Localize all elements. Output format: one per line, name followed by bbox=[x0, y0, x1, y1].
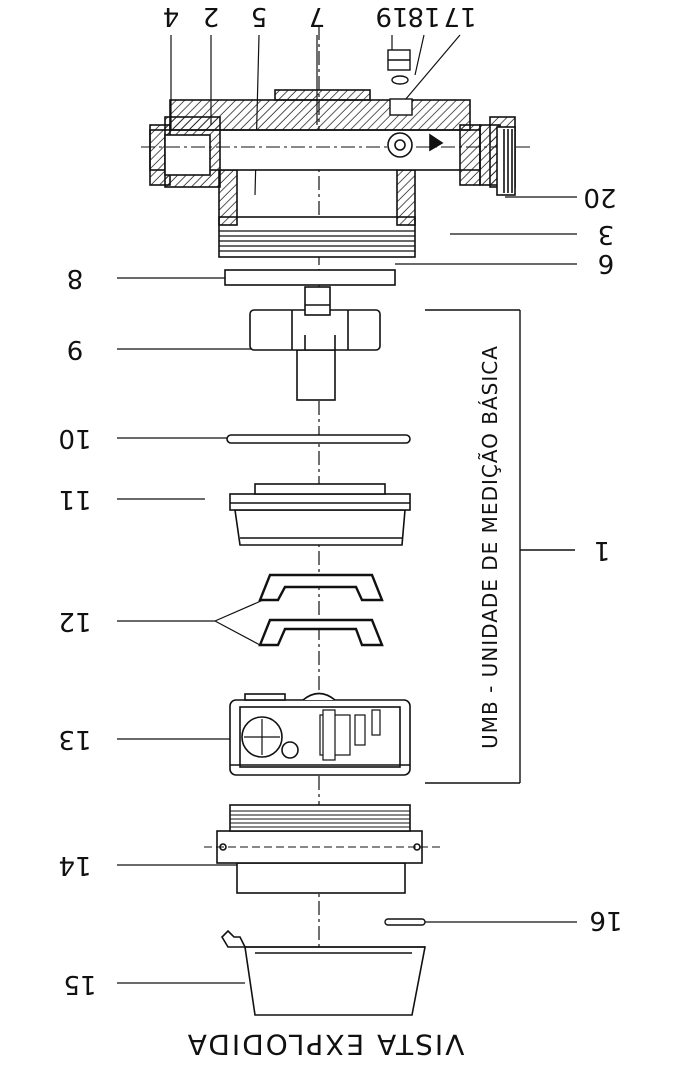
part-number-4: 4 bbox=[163, 1, 180, 31]
part-number-7: 7 bbox=[309, 1, 326, 31]
part-number-10: 10 bbox=[58, 423, 91, 453]
part-number-18: 18 bbox=[407, 1, 440, 31]
part-10-oring bbox=[226, 434, 411, 444]
umb-bracket-label: UMB - UNIDADE DE MEDIÇÃO BÁSICA bbox=[478, 345, 502, 749]
part-2-housing-body bbox=[140, 89, 530, 258]
part-number-15: 15 bbox=[63, 969, 96, 999]
part-16-pin bbox=[384, 918, 426, 926]
part-number-13: 13 bbox=[58, 724, 91, 754]
part-8-disc bbox=[224, 269, 396, 316]
part-13-register bbox=[229, 692, 411, 776]
part-20-end-cap bbox=[496, 126, 516, 196]
drawing-title: VISTA EXPLODIDA bbox=[186, 1028, 465, 1061]
umb-bracket bbox=[425, 309, 575, 784]
part-number-9: 9 bbox=[67, 334, 84, 364]
part-number-8: 8 bbox=[67, 263, 84, 293]
part-9-turbine bbox=[249, 309, 381, 401]
part-number-14: 14 bbox=[58, 850, 91, 880]
part-number-17: 17 bbox=[443, 1, 476, 31]
part-12-seals bbox=[258, 573, 384, 647]
part-number-20: 20 bbox=[583, 182, 616, 212]
part-number-1: 1 bbox=[594, 535, 611, 565]
part-11-chamber bbox=[229, 483, 411, 546]
part-14-threaded-ring bbox=[200, 804, 440, 894]
part-number-3: 3 bbox=[598, 219, 615, 249]
rotated-drawing: 15 16 14 13 1 12 11 10 9 8 6 3 20 4 2 5 … bbox=[58, 1, 622, 1061]
part-number-12: 12 bbox=[58, 606, 91, 636]
parts-17-18-19-adjuster-screw bbox=[387, 49, 413, 116]
part-number-19: 19 bbox=[375, 1, 408, 31]
part-number-2: 2 bbox=[203, 1, 220, 31]
part-number-5: 5 bbox=[251, 1, 268, 31]
part-number-11: 11 bbox=[58, 484, 91, 514]
part-number-16: 16 bbox=[589, 905, 622, 935]
part-number-6: 6 bbox=[598, 248, 615, 278]
part-15-cover bbox=[220, 929, 426, 1016]
